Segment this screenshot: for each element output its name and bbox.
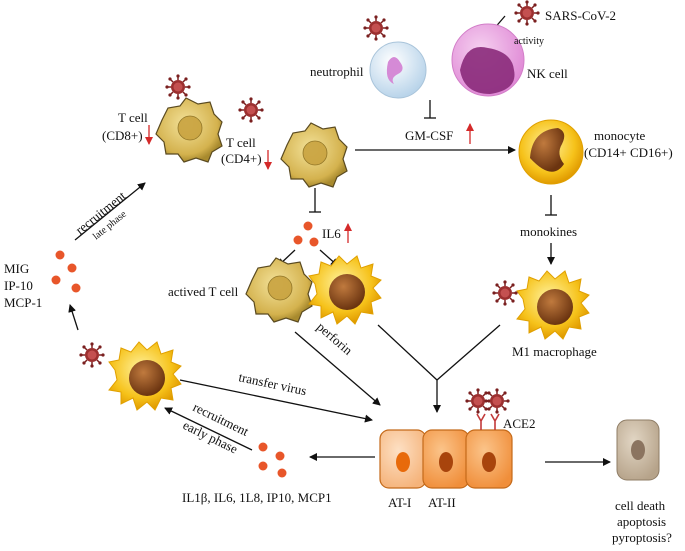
gm-csf-label: GM-CSF [405,128,453,143]
ip10-label: IP-10 [4,278,33,293]
cytokine-dots [258,442,287,478]
activated-macrophage [308,255,382,325]
early-macrophage [108,341,182,411]
monokines-label: monokines [520,224,577,239]
t-cell-cd4-label-line2: (CD4+) [221,151,262,166]
nk-cell [451,23,525,97]
neutrophil-label: neutrophil [310,64,364,79]
converge-right [436,324,501,381]
perforin-label: perforin [314,319,356,358]
t-cell-cd8 [155,97,223,163]
cell-death-label: cell death [615,498,666,513]
at1-label: AT-I [388,495,411,510]
arrow-perforin [294,331,381,406]
ace2-label: ACE2 [503,416,536,431]
sars-cov-2-virus-icon [513,0,541,27]
mcp1-label: MCP-1 [4,295,42,310]
monocyte-cell [518,119,584,185]
t-cell-cd4-label-line1: T cell [226,135,256,150]
chemokine-dots [51,250,81,293]
arrow-macrophage-to-chemokines [68,304,79,331]
virus-icon [483,387,511,415]
monocyte-label-line2: (CD14+ CD16+) [584,145,673,160]
cytokine-list-label: IL1β, IL6, 1L8, IP10, MCP1 [182,490,332,505]
virus-icon [491,279,519,307]
arrow-chemokines-to-cd8 [74,182,146,241]
arrow-recruitment-early [164,407,253,451]
dead-cell [616,419,660,481]
virus-icon [78,341,106,369]
mig-label: MIG [4,261,29,276]
virus-icon [237,96,265,124]
t-cell-cd8-label-line2: (CD8+) [102,128,143,143]
pyroptosis-label: pyroptosis? [612,530,672,545]
neutrophil-cell [369,41,427,99]
alveolar-epithelium [379,429,513,489]
m1-macrophage-label: M1 macrophage [512,344,597,359]
nk-cell-label: NK cell [527,66,568,81]
at2-label: AT-II [428,495,456,510]
m1-macrophage [516,270,590,340]
monocyte-label-line1: monocyte [594,128,645,143]
converge-left [377,324,438,381]
il6-dots [293,221,319,247]
sars-cov-2-label: SARS-CoV-2 [545,8,616,23]
il6-label: IL6 [322,226,341,241]
virus-icon [362,14,390,42]
apoptosis-label: apoptosis [617,514,666,529]
t-cell-cd8-label-line1: T cell [118,110,148,125]
virus-icon [164,73,192,101]
arrow-transfer-virus [179,379,373,423]
activity-label: activity [514,36,544,47]
indicator-arrows [145,123,474,243]
t-cell-cd4 [280,122,348,188]
ace2-receptors [476,413,500,430]
activated-t-cell-label: actived T cell [168,284,239,299]
activated-t-cell [245,257,313,323]
